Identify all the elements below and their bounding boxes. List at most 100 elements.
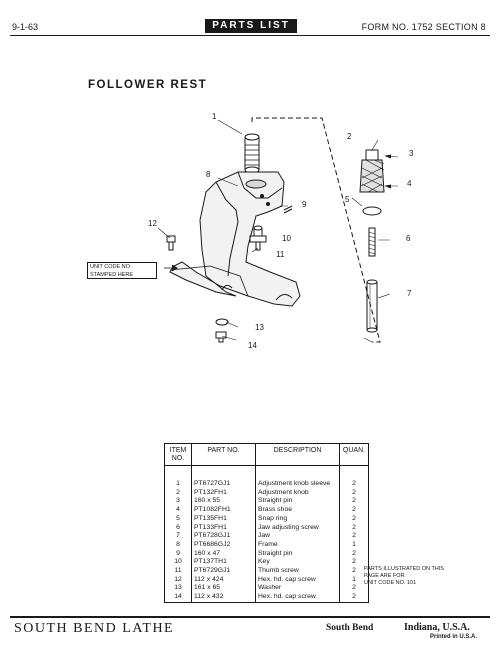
row-part-number: 112 x 432 (191, 593, 256, 603)
row-item-number: 14 (174, 593, 182, 601)
callout-14: 14 (248, 341, 257, 350)
callout-4: 4 (407, 179, 412, 188)
row-quantity: 2 (339, 514, 369, 524)
callout-13: 13 (255, 323, 264, 332)
row-description: Adjustment knob sleeve (255, 480, 340, 489)
row-quantity: 2 (339, 523, 369, 533)
row-description: Hex. hd. cap screw (255, 575, 340, 585)
column-header-part: PART NO. (191, 443, 256, 466)
row-item-number: 12 (174, 575, 182, 583)
row-item-number: 4 (176, 506, 180, 514)
part-jaw-adjusting-screw (368, 227, 376, 257)
header-date: 9-1-63 (12, 22, 39, 32)
part-jaw (366, 279, 378, 333)
row-description: Straight pin (255, 549, 340, 559)
callout-2: 2 (347, 132, 352, 141)
assembly-dashed-line (251, 117, 381, 343)
row-quantity: 2 (339, 497, 369, 507)
row-item-number: 5 (176, 514, 180, 522)
row-part-number: PT137TH1 (191, 558, 256, 568)
row-quantity: 2 (339, 480, 369, 489)
note-line3: UNIT CODE NO. 101 (364, 580, 417, 586)
callout-7: 7 (407, 289, 412, 298)
parts-table-header: ITEM NO. PART NO. DESCRIPTION QUAN. (164, 443, 369, 466)
row-part-number: 161 x 65 (191, 584, 256, 594)
row-item-number: 8 (176, 540, 180, 548)
row-quantity: 2 (339, 567, 369, 576)
footer-rule (10, 616, 490, 618)
row-part-number: PT6729GJ1 (191, 567, 256, 576)
item-header-line2: NO. (171, 455, 185, 462)
part-snap-ring (362, 206, 382, 216)
row-quantity: 2 (339, 532, 369, 541)
row-quantity: 2 (339, 584, 369, 594)
row-item-number: 2 (176, 488, 180, 496)
part-frame (169, 171, 301, 307)
row-item-number: 13 (174, 584, 182, 592)
row-part-number: PT1082FH1 (191, 506, 256, 515)
unit-code-label: UNIT CODE NO STAMPED HERE (87, 262, 157, 279)
row-quantity: 2 (339, 558, 369, 568)
row-quantity: 1 (339, 540, 369, 550)
row-description: Jaw (255, 532, 340, 541)
column-header-description: DESCRIPTION (255, 443, 340, 466)
callout-10: 10 (282, 234, 291, 243)
part-adjustment-knob (359, 149, 385, 193)
row-item-number: 1 (176, 480, 180, 487)
footer-brand: SOUTH BEND LATHE (14, 621, 175, 636)
part-hex-cap-screw-14 (215, 331, 227, 343)
item-header-line1: ITEM (169, 447, 187, 454)
row-part-number: PT6728GJ1 (191, 532, 256, 541)
row-quantity: 2 (339, 506, 369, 515)
row-item-number: 7 (176, 532, 180, 540)
row-description: Adjustment knob (255, 488, 340, 498)
row-quantity: 2 (339, 593, 369, 603)
row-item-number: 6 (176, 523, 180, 531)
row-item-number: 3 (176, 497, 180, 505)
part-adjustment-knob-sleeve (244, 133, 260, 174)
note-line2: PAGE ARE FOR (364, 573, 405, 579)
row-description: Straight pin (255, 497, 340, 507)
row-description: Snap ring (255, 514, 340, 524)
row-item-number: 9 (176, 549, 180, 557)
row-quantity: 2 (339, 549, 369, 559)
unit-code-note: PARTS ILLUSTRATED ON THIS PAGE ARE FOR U… (364, 566, 464, 587)
row-description: Jaw adjusting screw (255, 523, 340, 533)
row-part-number: PT135FH1 (191, 514, 256, 524)
row-description: Key (255, 558, 340, 568)
row-description: Frame (255, 540, 340, 550)
section-title: FOLLOWER REST (88, 79, 208, 91)
row-item-number: 11 (174, 567, 182, 575)
row-description: Hex. hd. cap screw (255, 593, 340, 603)
footer-city: South Bend (326, 623, 374, 633)
part-washer (215, 318, 229, 326)
row-part-number: 160 x 47 (191, 549, 256, 559)
row-part-number: PT132FH1 (191, 488, 256, 498)
row-item-number: 10 (174, 558, 182, 566)
header-title: PARTS LIST (205, 19, 297, 33)
row-quantity: 2 (339, 488, 369, 498)
row-description: Thumb screw (255, 567, 340, 576)
callout-11: 11 (276, 250, 285, 259)
row-description: Washer (255, 584, 340, 594)
footer-place: Indiana, U.S.A. (404, 622, 470, 633)
unit-code-label-line2: STAMPED HERE (90, 272, 133, 278)
callout-5: 5 (345, 195, 350, 204)
callout-1: 1 (212, 112, 217, 121)
row-part-number: 112 x 424 (191, 575, 256, 585)
callout-8: 8 (206, 170, 211, 179)
